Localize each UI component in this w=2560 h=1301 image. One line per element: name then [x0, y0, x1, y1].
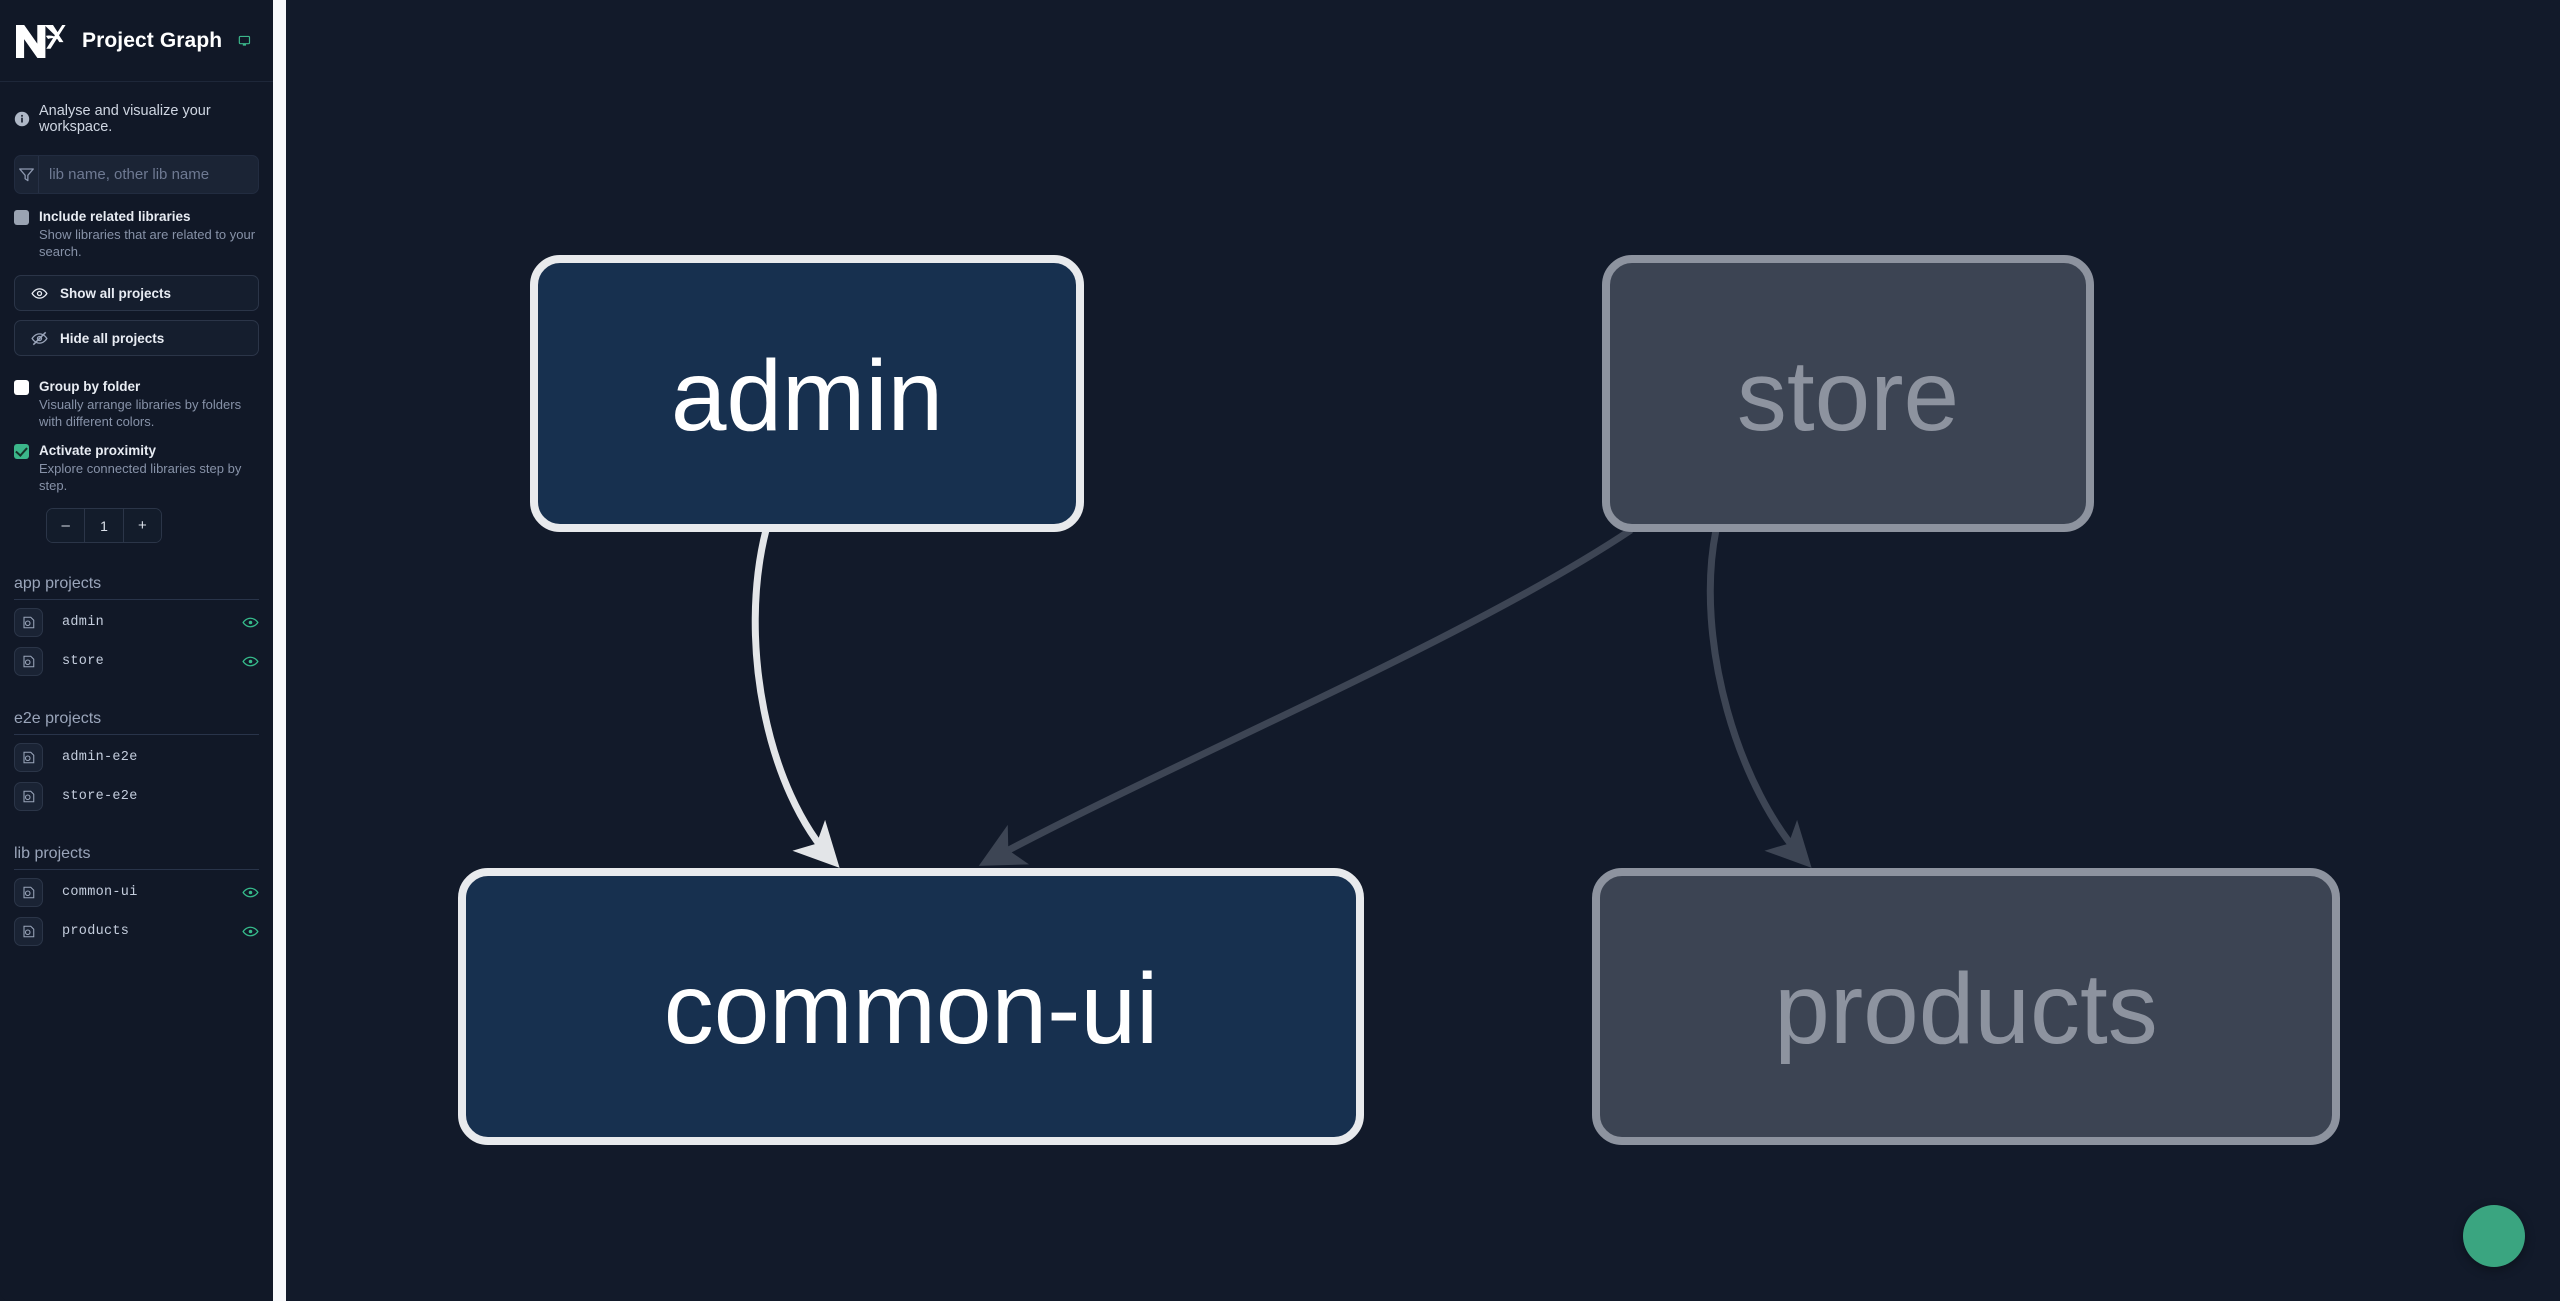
sidebar-header: Project Graph: [0, 0, 273, 82]
node-store-label: store: [1737, 340, 1959, 452]
include-related-libraries-checkbox[interactable]: [14, 210, 29, 225]
graph-edges: [751, 527, 1812, 868]
graph-node-common-ui[interactable]: common-ui: [458, 868, 1364, 1145]
node-products-rect[interactable]: [1592, 868, 2340, 1145]
search-area: [0, 135, 273, 194]
section-title-app-projects: app projects: [14, 575, 259, 600]
edge-admin-to-common-ui: [751, 529, 840, 868]
group-by-folder-checkbox[interactable]: [14, 380, 29, 395]
sidebar-divider: [273, 0, 286, 1301]
option-label: Activate proximity: [39, 443, 157, 458]
proximity-increment-button[interactable]: +: [122, 509, 161, 542]
download-graph-button[interactable]: [2463, 1205, 2525, 1267]
edge-store-to-common-ui: [978, 527, 1633, 866]
search-input[interactable]: [39, 166, 258, 183]
option-description: Explore connected libraries step by step…: [39, 461, 242, 493]
sidebar-tagline: Analyse and visualize your workspace.: [0, 82, 273, 135]
node-admin-label: admin: [671, 340, 943, 452]
node-products-label: products: [1774, 953, 2158, 1065]
funnel-icon: [15, 156, 39, 193]
option-label: Group by folder: [39, 379, 141, 394]
option-include-related-libraries[interactable]: Include related libraries Show libraries…: [0, 194, 273, 260]
project-row-common-ui[interactable]: common-ui: [14, 875, 259, 909]
project-row-store[interactable]: store: [14, 644, 259, 678]
graph-node-store[interactable]: store: [1602, 255, 2094, 532]
project-name: admin-e2e: [62, 749, 138, 765]
show-all-projects-label: Show all projects: [60, 285, 172, 301]
hide-all-projects-button[interactable]: Hide all projects: [14, 320, 259, 356]
graph-canvas[interactable]: admin store common-ui products: [286, 0, 2560, 1301]
edge-store-to-products: [1706, 529, 1812, 868]
project-row-store-e2e[interactable]: store-e2e: [14, 779, 259, 813]
eye-off-icon: [31, 331, 48, 345]
project-name: admin: [62, 614, 105, 630]
project-icon: [14, 742, 43, 772]
node-common-ui-rect[interactable]: [458, 868, 1364, 1145]
node-store-rect[interactable]: [1602, 255, 2094, 532]
proximity-value: 1: [84, 509, 123, 542]
node-admin-rect[interactable]: [530, 255, 1084, 532]
option-description: Visually arrange libraries by folders wi…: [39, 397, 242, 429]
graph-svg: admin store common-ui products: [458, 255, 2340, 1145]
project-row-admin[interactable]: admin: [14, 605, 259, 639]
project-name: store: [62, 653, 105, 669]
project-name: store-e2e: [62, 788, 138, 804]
option-activate-proximity[interactable]: Activate proximity Explore connected lib…: [0, 430, 273, 494]
project-visibility-eye-icon[interactable]: [242, 884, 259, 901]
monitor-icon[interactable]: [238, 30, 251, 52]
proximity-decrement-button[interactable]: –: [47, 509, 85, 542]
project-icon: [14, 646, 43, 676]
tagline-text: Analyse and visualize your workspace.: [39, 103, 211, 135]
search-box[interactable]: [14, 155, 259, 194]
project-visibility-eye-icon[interactable]: [242, 653, 259, 670]
project-name: common-ui: [62, 884, 138, 900]
project-icon: [14, 607, 43, 637]
option-description: Show libraries that are related to your …: [39, 227, 256, 259]
proximity-stepper[interactable]: – 1 +: [46, 508, 162, 543]
option-label: Include related libraries: [39, 209, 191, 224]
project-name: products: [62, 923, 130, 939]
page-title: Project Graph: [82, 28, 223, 52]
project-visibility-eye-icon[interactable]: [242, 614, 259, 631]
eye-icon: [31, 287, 48, 299]
project-icon: [14, 781, 43, 811]
download-icon: [2463, 1205, 2560, 1301]
project-icon: [14, 877, 43, 907]
project-icon: [14, 916, 43, 946]
section-title-e2e-projects: e2e projects: [14, 710, 259, 735]
section-title-lib-projects: lib projects: [14, 845, 259, 870]
sidebar: Project Graph Analyse and visualize your…: [0, 0, 273, 1301]
option-group-by-folder[interactable]: Group by folder Visually arrange librari…: [0, 356, 273, 430]
project-visibility-eye-icon[interactable]: [242, 923, 259, 940]
project-row-products[interactable]: products: [14, 914, 259, 948]
show-all-projects-button[interactable]: Show all projects: [14, 275, 259, 311]
visibility-buttons: Show all projects Hide all projects: [0, 260, 273, 356]
info-circle-icon: [14, 111, 30, 127]
hide-all-projects-label: Hide all projects: [60, 330, 165, 346]
node-common-ui-label: common-ui: [664, 953, 1159, 1065]
graph-node-admin[interactable]: admin: [530, 255, 1084, 532]
activate-proximity-checkbox[interactable]: [14, 444, 29, 459]
graph-node-products[interactable]: products: [1592, 868, 2340, 1145]
project-row-admin-e2e[interactable]: admin-e2e: [14, 740, 259, 774]
nx-logo-icon: [16, 24, 66, 58]
